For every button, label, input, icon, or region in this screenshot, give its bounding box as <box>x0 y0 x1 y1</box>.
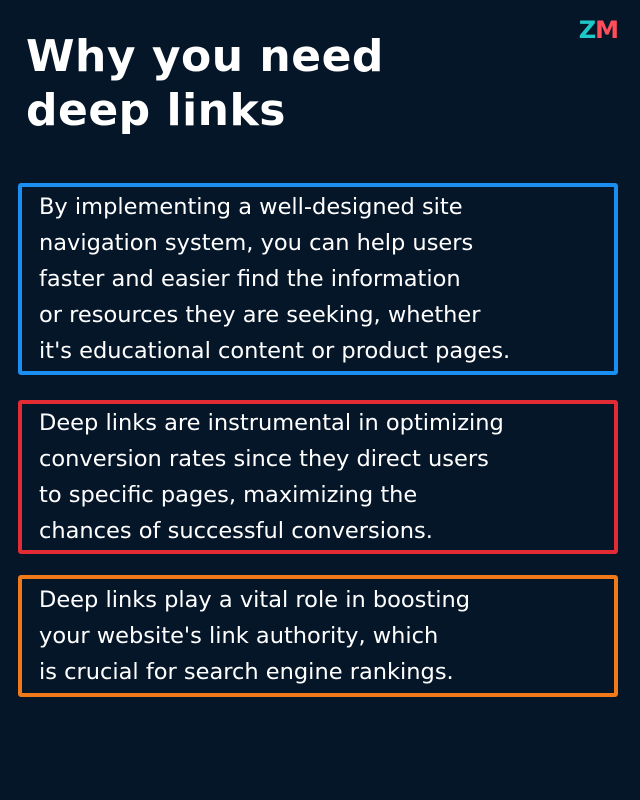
info-card-conversion: Deep links are instrumental in optimizin… <box>18 400 618 554</box>
page-title: Why you need deep links <box>26 31 384 136</box>
card-text: Deep links are instrumental in optimizin… <box>39 410 504 544</box>
card-text: By implementing a well-designed site nav… <box>39 194 511 364</box>
logo-letter-m: M <box>595 16 619 44</box>
info-card-authority: Deep links play a vital role in boosting… <box>18 575 618 697</box>
info-card-navigation: By implementing a well-designed site nav… <box>18 183 618 375</box>
card-text: Deep links play a vital role in boosting… <box>39 587 471 685</box>
logo-letter-z: Z <box>578 16 596 44</box>
brand-logo: ZM <box>578 16 619 44</box>
